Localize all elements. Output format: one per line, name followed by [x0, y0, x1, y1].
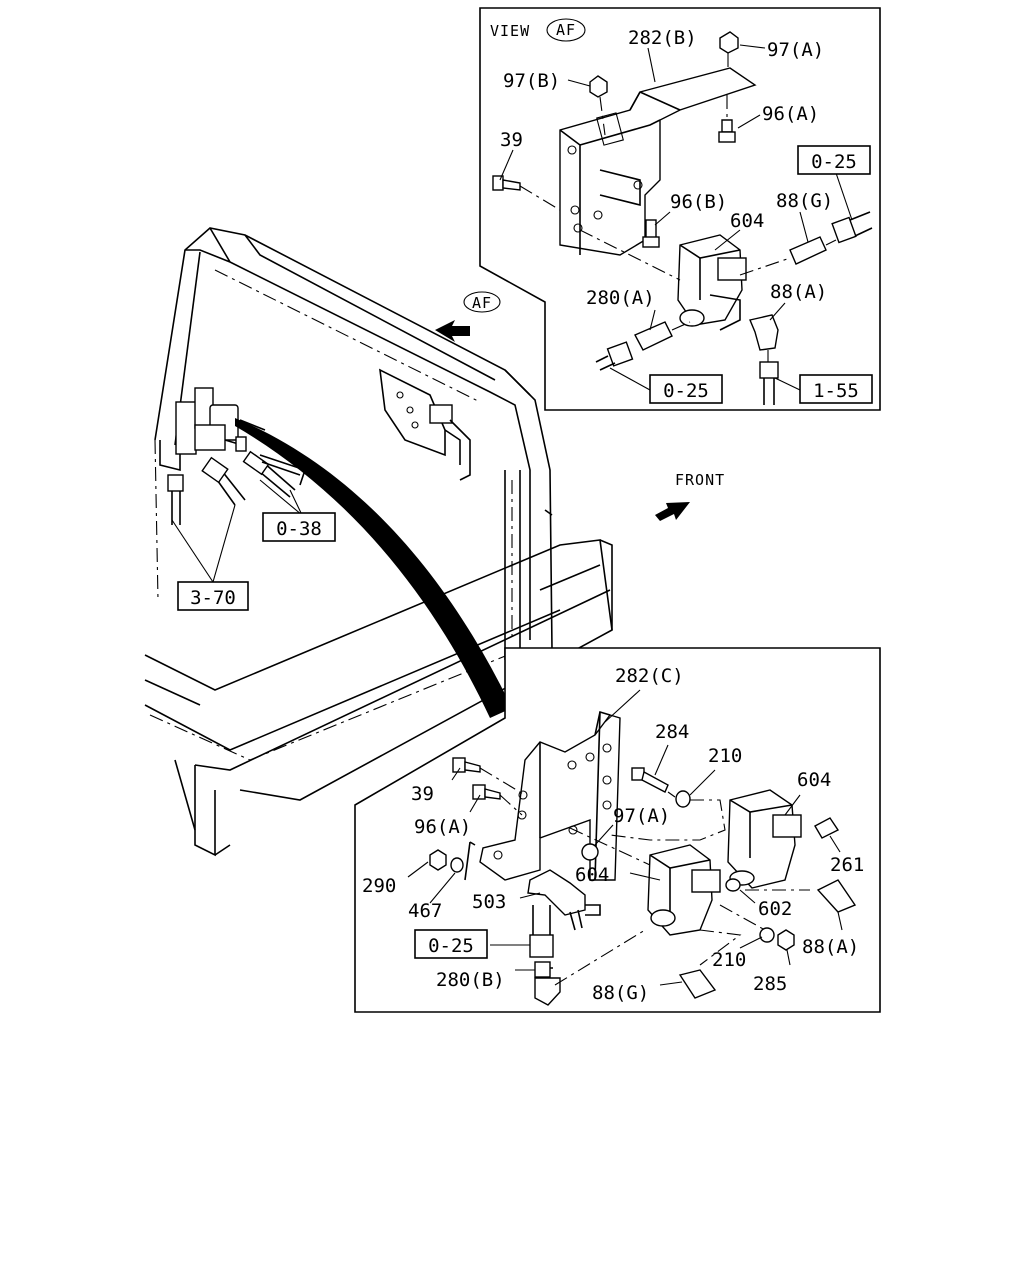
lower-detail-drawing [429, 710, 857, 1006]
label-88-g: 88(G) [776, 190, 833, 212]
view-af-panel [479, 7, 881, 411]
af-badge-main: AF [472, 294, 492, 312]
label-280-a: 280(A) [586, 287, 655, 309]
label-261: 261 [830, 854, 864, 876]
callout-sweep-arrow [235, 418, 512, 718]
view-af-leaders [499, 44, 853, 391]
label-280-b: 280(B) [436, 969, 505, 991]
label-604-front: 604 [575, 864, 609, 886]
label-284: 284 [655, 721, 689, 743]
lower-leaders [407, 689, 843, 986]
ref-box-3-70 [177, 581, 249, 611]
label-88-g-lower: 88(G) [592, 982, 649, 1004]
label-467: 467 [408, 900, 442, 922]
ref-box-0-25-top [797, 145, 871, 175]
label-39: 39 [500, 129, 523, 151]
ref-box-0-38 [262, 512, 336, 542]
label-282-b: 282(B) [628, 27, 697, 49]
label-604-rear: 604 [797, 769, 831, 791]
label-88-a-lower: 88(A) [802, 936, 859, 958]
af-view-arrow: AF [435, 291, 501, 342]
ref-box-1-55 [799, 374, 873, 404]
label-97-a: 97(A) [767, 39, 824, 61]
ref-1-55: 1-55 [813, 380, 859, 402]
label-96-b: 96(B) [670, 191, 727, 213]
label-290: 290 [362, 875, 396, 897]
label-96-a-lower: 96(A) [414, 816, 471, 838]
label-282-c: 282(C) [615, 665, 684, 687]
label-285: 285 [753, 973, 787, 995]
ref-3-70: 3-70 [190, 587, 236, 609]
label-604: 604 [730, 210, 764, 232]
front-arrow-icon [655, 502, 690, 521]
label-503: 503 [472, 891, 506, 913]
ref-0-25-top: 0-25 [811, 151, 857, 173]
label-96-a: 96(A) [762, 103, 819, 125]
front-label: FRONT [675, 471, 725, 489]
label-97-a-lower: 97(A) [613, 805, 670, 827]
label-39-lower: 39 [411, 783, 434, 805]
ref-0-38: 0-38 [276, 518, 322, 540]
ref-box-0-25-lower [414, 929, 488, 959]
view-af-prefix: VIEW [490, 22, 530, 40]
label-210-bottom: 210 [712, 949, 746, 971]
ref-0-25-bottom: 0-25 [663, 380, 709, 402]
main-leaders [171, 479, 303, 583]
label-602: 602 [758, 898, 792, 920]
view-af-drawing [492, 31, 873, 405]
front-indicator: FRONT [655, 471, 725, 521]
view-af-badge: AF [556, 21, 576, 39]
ref-box-0-25-bottom [649, 374, 723, 404]
ref-0-25-lower: 0-25 [428, 935, 474, 957]
label-88-a: 88(A) [770, 281, 827, 303]
label-210-top: 210 [708, 745, 742, 767]
label-97-b: 97(B) [503, 70, 560, 92]
